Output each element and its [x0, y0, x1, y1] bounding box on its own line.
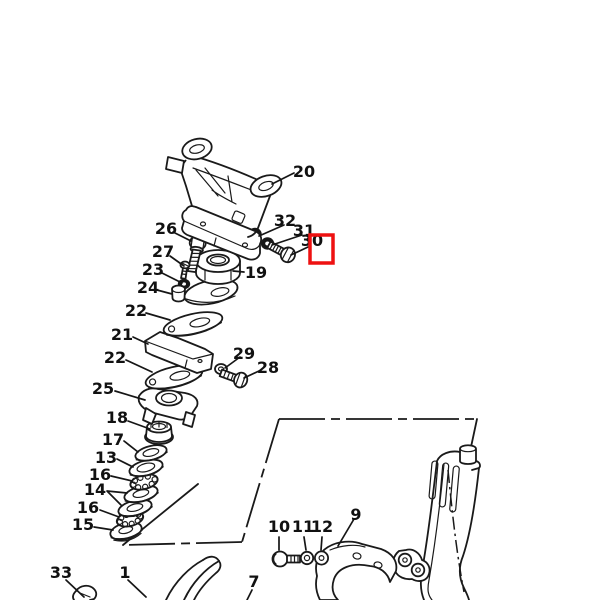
- part-1-fork-cover: [165, 555, 222, 600]
- part-label-18: 18: [106, 408, 128, 427]
- leader-lines: [65, 172, 355, 600]
- part-label-15: 15: [72, 515, 94, 534]
- part-12-washer: [313, 550, 329, 566]
- part-25-lower-bracket: [137, 387, 199, 428]
- part-17-ring: [134, 444, 168, 462]
- part-19-stem-nut: [195, 249, 241, 285]
- part-label-12: 12: [311, 517, 333, 536]
- part-label-14: 14: [84, 480, 106, 499]
- frame-head-tube: [392, 444, 481, 600]
- part-24-bushing: [171, 284, 186, 303]
- part-label-16: 16: [77, 498, 99, 517]
- part-label-1: 1: [119, 563, 130, 582]
- part-number-callouts: 2032313026272324222122251817131614161519…: [50, 162, 362, 591]
- part-label-25: 25: [92, 379, 114, 398]
- part-label-16: 16: [89, 465, 111, 484]
- part-label-22: 22: [104, 348, 126, 367]
- part-label-17: 17: [102, 430, 124, 449]
- part-label-29: 29: [233, 344, 255, 363]
- part-label-32: 32: [274, 211, 296, 230]
- part-22-plate-upper: [162, 311, 224, 337]
- part-10-bolt: [271, 550, 301, 568]
- part-16-bearing-upper: [129, 473, 159, 491]
- part-label-22: 22: [125, 301, 147, 320]
- part-label-33: 33: [50, 563, 72, 582]
- part-27-screw: [179, 260, 191, 280]
- part-14-race-upper: [123, 484, 159, 504]
- part-label-9: 9: [350, 505, 361, 524]
- part-label-7: 7: [248, 572, 259, 591]
- reference-panel-outline: [122, 418, 478, 546]
- part-14-race-lower: [117, 498, 153, 518]
- part-11-washer: [299, 550, 315, 566]
- part-label-26: 26: [155, 219, 177, 238]
- part-label-13: 13: [95, 448, 117, 467]
- part-label-19: 19: [245, 263, 267, 282]
- part-9-guard: [315, 540, 398, 600]
- part-label-27: 27: [152, 242, 174, 261]
- part-18-castle-nut: [144, 420, 174, 445]
- highlight-box[interactable]: [308, 233, 335, 265]
- part-label-21: 21: [111, 325, 133, 344]
- part-label-10: 10: [268, 517, 290, 536]
- part-23-washer-plate: [177, 278, 239, 306]
- part-label-28: 28: [257, 358, 279, 377]
- part-label-20: 20: [293, 162, 315, 181]
- part-33-piece: [72, 584, 98, 600]
- part-label-11: 11: [292, 517, 314, 536]
- part-label-24: 24: [137, 278, 159, 297]
- part-20-bracket: [165, 137, 283, 261]
- part-label-23: 23: [142, 260, 164, 279]
